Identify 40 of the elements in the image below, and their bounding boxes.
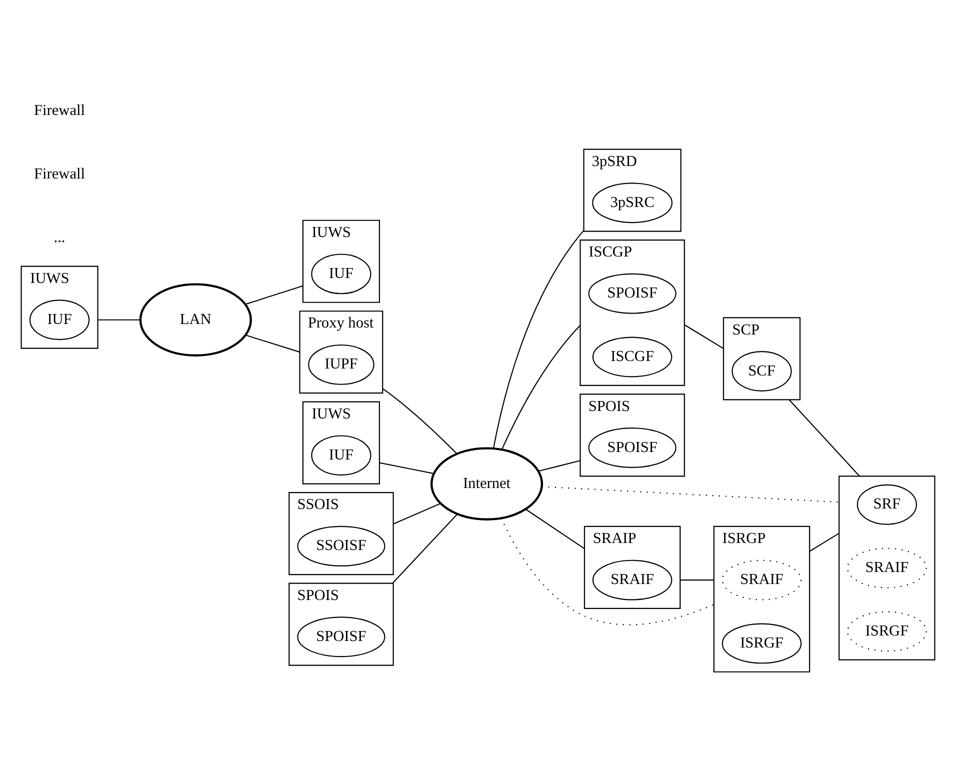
- node-ellipse: ISCGF: [592, 336, 672, 378]
- connector: [788, 399, 860, 477]
- node-ellipse: IUPF: [308, 344, 374, 385]
- node-ellipse: SPOISF: [588, 428, 676, 468]
- connector: [392, 514, 458, 584]
- connector: [538, 460, 580, 472]
- node-ellipse: Internet: [430, 447, 544, 520]
- cluster: [838, 476, 936, 660]
- node-ellipse: SRF: [856, 484, 917, 525]
- connector: [526, 508, 585, 550]
- node-ellipse: SPOISF: [588, 273, 676, 314]
- connector: [393, 502, 441, 524]
- connector: [680, 580, 714, 581]
- node-ellipse: SRAIF: [592, 560, 672, 600]
- node-ellipse: IUF: [29, 300, 90, 340]
- connector: [542, 486, 840, 503]
- node-ellipse: SRAIF: [847, 548, 927, 588]
- connector: [492, 230, 584, 449]
- node-ellipse: SRAIF: [722, 560, 802, 600]
- connector: [246, 285, 304, 305]
- node-ellipse: SCF: [732, 351, 792, 392]
- node-ellipse: SSOISF: [297, 526, 386, 566]
- node-ellipse: ISRGF: [722, 623, 802, 664]
- connector: [501, 324, 581, 450]
- node-ellipse: 3pSRC: [592, 182, 673, 224]
- label: Firewall: [34, 102, 86, 120]
- connector: [379, 462, 434, 474]
- node-ellipse: SPOISF: [297, 616, 386, 658]
- connector: [98, 319, 140, 320]
- connector: [809, 532, 840, 552]
- node-ellipse: LAN: [139, 283, 252, 356]
- connector: [246, 334, 300, 353]
- node-ellipse: IUF: [311, 254, 372, 294]
- connector: [684, 324, 724, 350]
- label: ...: [54, 228, 66, 246]
- node-ellipse: ISRGF: [847, 611, 927, 652]
- connector: [500, 518, 714, 626]
- connector: [382, 388, 458, 454]
- node-ellipse: IUF: [311, 435, 372, 476]
- label: Firewall: [34, 166, 86, 183]
